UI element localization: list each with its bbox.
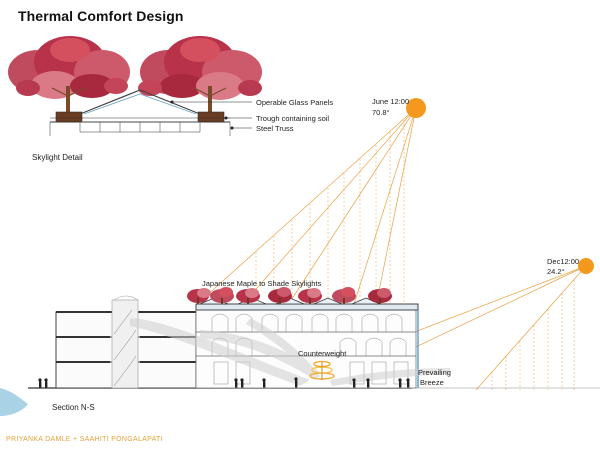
steel-truss <box>49 121 231 136</box>
water-body <box>0 388 28 416</box>
dec-sun-icon <box>578 258 594 274</box>
rooftop-maples <box>187 287 392 304</box>
callout-soil-trough: Trough containing soil <box>256 114 329 123</box>
airflow-sweeps <box>130 318 450 386</box>
glass-panels <box>79 89 201 115</box>
june-shade-verticals <box>255 120 405 305</box>
dec-shade-verticals <box>491 280 575 390</box>
prevailing-breeze-label-2: Breeze <box>420 378 444 387</box>
stair-core <box>111 295 139 389</box>
section-label: Section N-S <box>52 403 95 412</box>
counterweight-spiral <box>309 360 335 380</box>
june-sun-time: June 12:00 <box>372 97 409 106</box>
maple-tree-left <box>8 36 130 114</box>
credit-line: PRIYANKA DAMLE + SAAHITI PONGALAPATI <box>6 436 163 443</box>
soil-trough-right <box>197 111 225 123</box>
maple-shade-label: Japanese Maple to Shade Skylights <box>202 279 321 288</box>
june-sun-rays <box>195 107 417 386</box>
callout-glass-panels: Operable Glass Panels <box>256 98 333 107</box>
maple-tree-right <box>138 36 262 114</box>
counterweight-label: Counterweight <box>298 349 347 358</box>
callout-steel-truss: Steel Truss <box>256 124 294 133</box>
page-title: Thermal Comfort Design <box>18 8 184 24</box>
skylight-detail: Operable Glass Panels Trough containing … <box>8 36 333 162</box>
june-sun-icon <box>406 98 426 118</box>
skylight-detail-label: Skylight Detail <box>32 153 83 162</box>
dec-sun-angle: 24.2° <box>547 267 565 276</box>
people-silhouettes <box>38 377 410 388</box>
dec-sun-time: Dec12:00 <box>547 257 579 266</box>
prevailing-breeze-label-1: Prevailing <box>418 368 451 377</box>
building-section <box>0 287 600 416</box>
soil-trough-left <box>55 111 83 123</box>
june-sun-angle: 70.8° <box>372 108 390 117</box>
